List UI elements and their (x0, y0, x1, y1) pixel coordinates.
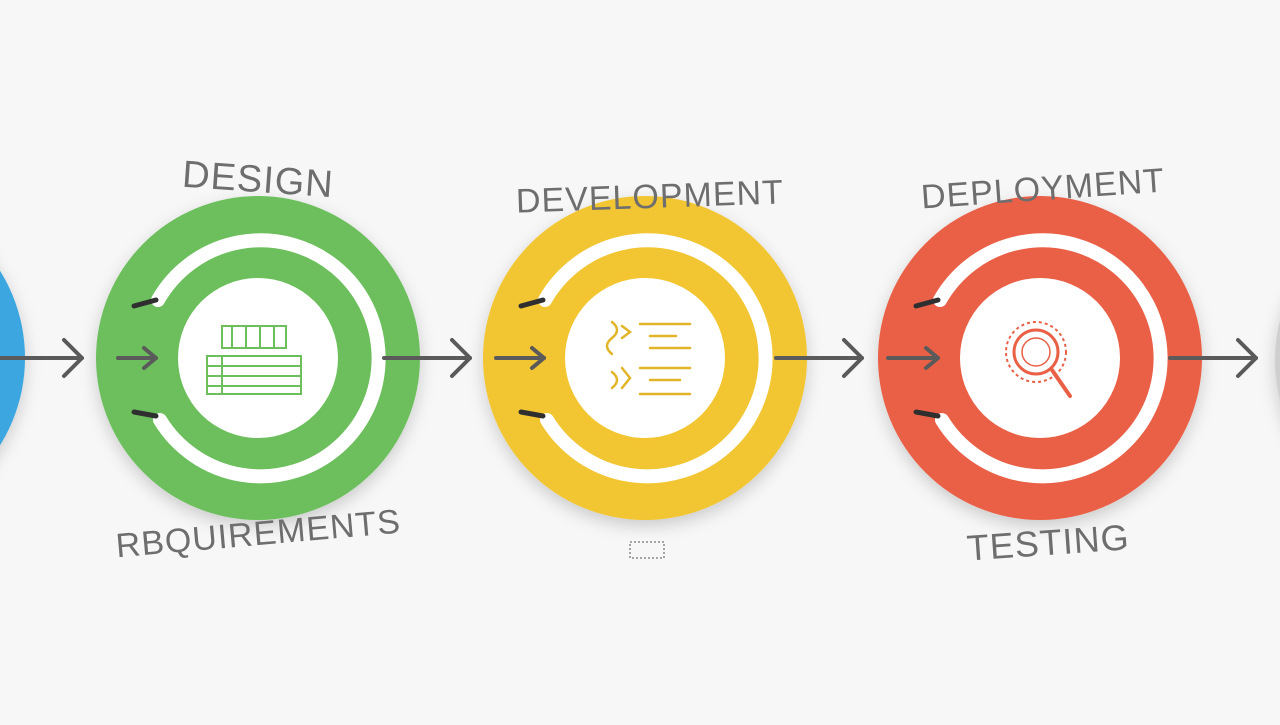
code-blocks-icon (605, 320, 692, 396)
partial-stage-circle-right (1275, 319, 1280, 401)
label-design: DESIGN (181, 154, 335, 206)
stage-deployment (878, 196, 1202, 520)
label-testing: TESTING (965, 516, 1130, 568)
magnifier-gear-icon (1005, 321, 1072, 398)
small-mark (629, 541, 665, 559)
wireframe-layout-icon (206, 325, 302, 395)
connector-arrows (0, 338, 1258, 378)
stage-design (96, 196, 420, 520)
label-development: DEVELOPMENT (515, 173, 784, 220)
stage-development (483, 196, 807, 520)
